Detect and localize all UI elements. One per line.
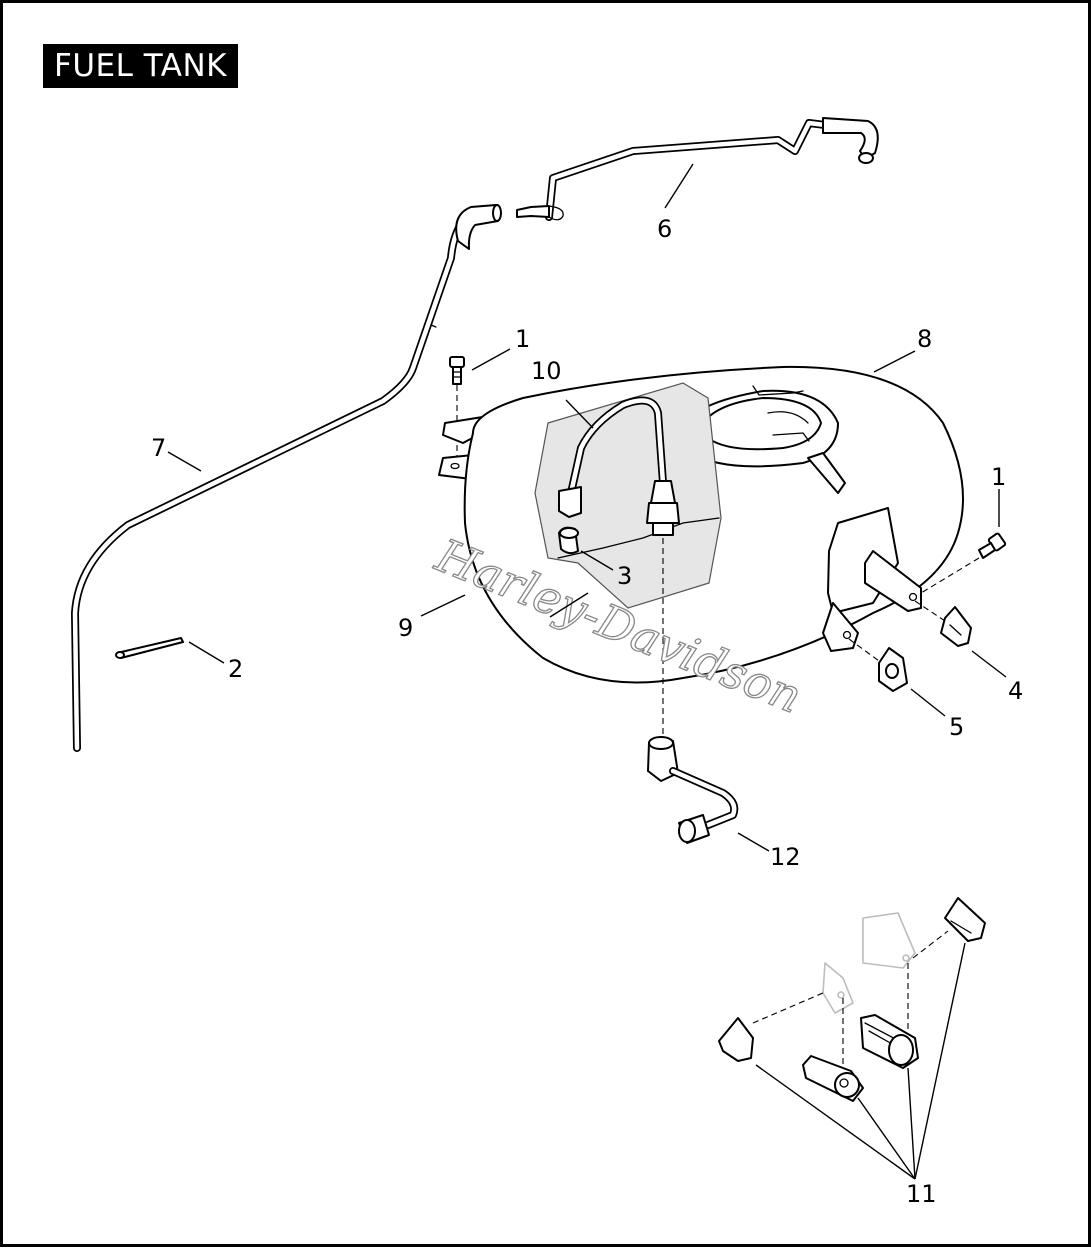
callout-4: 4 — [1008, 677, 1023, 705]
screw-1-left — [449, 356, 465, 463]
callout-12: 12 — [770, 843, 801, 871]
screw-1-right — [920, 532, 1007, 594]
callout-3: 3 — [617, 562, 632, 590]
leader-lines — [167, 163, 1007, 1180]
callout-7: 7 — [151, 434, 166, 462]
callout-6: 6 — [657, 215, 672, 243]
callout-2: 2 — [228, 655, 243, 683]
vent-tube-6 — [516, 117, 879, 221]
bracket-kit-11 — [718, 897, 986, 1102]
grommet-5 — [848, 638, 908, 692]
page-title: FUEL TANK — [43, 44, 238, 88]
internal-fuel-line-10 — [558, 396, 680, 536]
callout-10: 10 — [531, 357, 562, 385]
callout-1-right: 1 — [991, 463, 1006, 491]
fuel-tank-exploded-view: Harley-Davidson — [71, 117, 1023, 1208]
callout-5: 5 — [949, 713, 964, 741]
callout-8: 8 — [917, 325, 932, 353]
cable-strap-2 — [115, 637, 184, 659]
callout-9: 9 — [398, 614, 413, 642]
callout-11: 11 — [906, 1180, 937, 1208]
callout-labels: 1 1 2 3 4 5 6 7 8 9 10 11 12 — [151, 215, 1023, 1208]
callout-1-left: 1 — [515, 325, 530, 353]
clip-4 — [914, 600, 972, 647]
clamp-3 — [558, 526, 579, 555]
external-fuel-line-12 — [647, 736, 739, 844]
vent-hose-7 — [71, 204, 502, 752]
